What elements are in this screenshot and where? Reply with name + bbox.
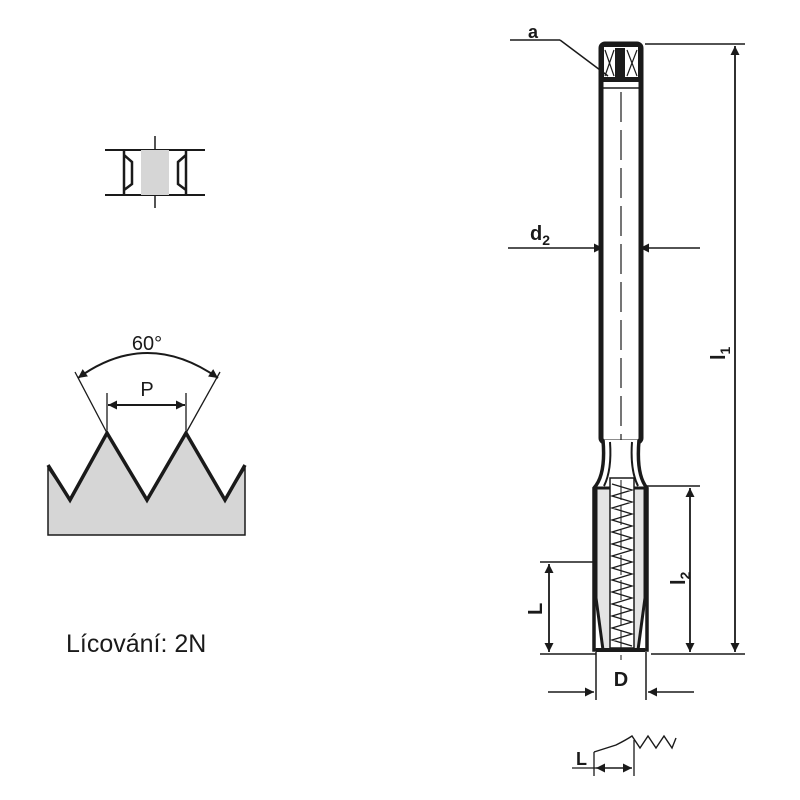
L-dimension: L xyxy=(525,561,596,655)
pitch-label: P xyxy=(140,379,153,401)
d2-dimension: d2 xyxy=(508,223,700,253)
fit-class-text: Lícování: 2N xyxy=(66,630,207,658)
label-L-top: L xyxy=(525,603,547,615)
label-D: D xyxy=(614,669,628,691)
label-a-callout: a xyxy=(510,22,609,77)
thread-profile: 60° P xyxy=(46,333,247,536)
D-dimension: D xyxy=(548,652,694,700)
label-a: a xyxy=(528,22,539,42)
square-drive-end-view xyxy=(105,136,205,208)
label-l2: l2 xyxy=(668,571,693,585)
angle-label: 60° xyxy=(132,333,162,355)
label-d2: d2 xyxy=(530,223,550,248)
angle-dimension-arc xyxy=(77,352,219,379)
l1-dimension: l1 xyxy=(645,43,745,655)
label-l1: l1 xyxy=(708,346,733,360)
tap-body xyxy=(592,41,649,660)
chamfer-detail: L xyxy=(572,734,677,776)
l2-dimension: l2 xyxy=(646,485,700,652)
label-L-bottom: L xyxy=(576,749,587,769)
